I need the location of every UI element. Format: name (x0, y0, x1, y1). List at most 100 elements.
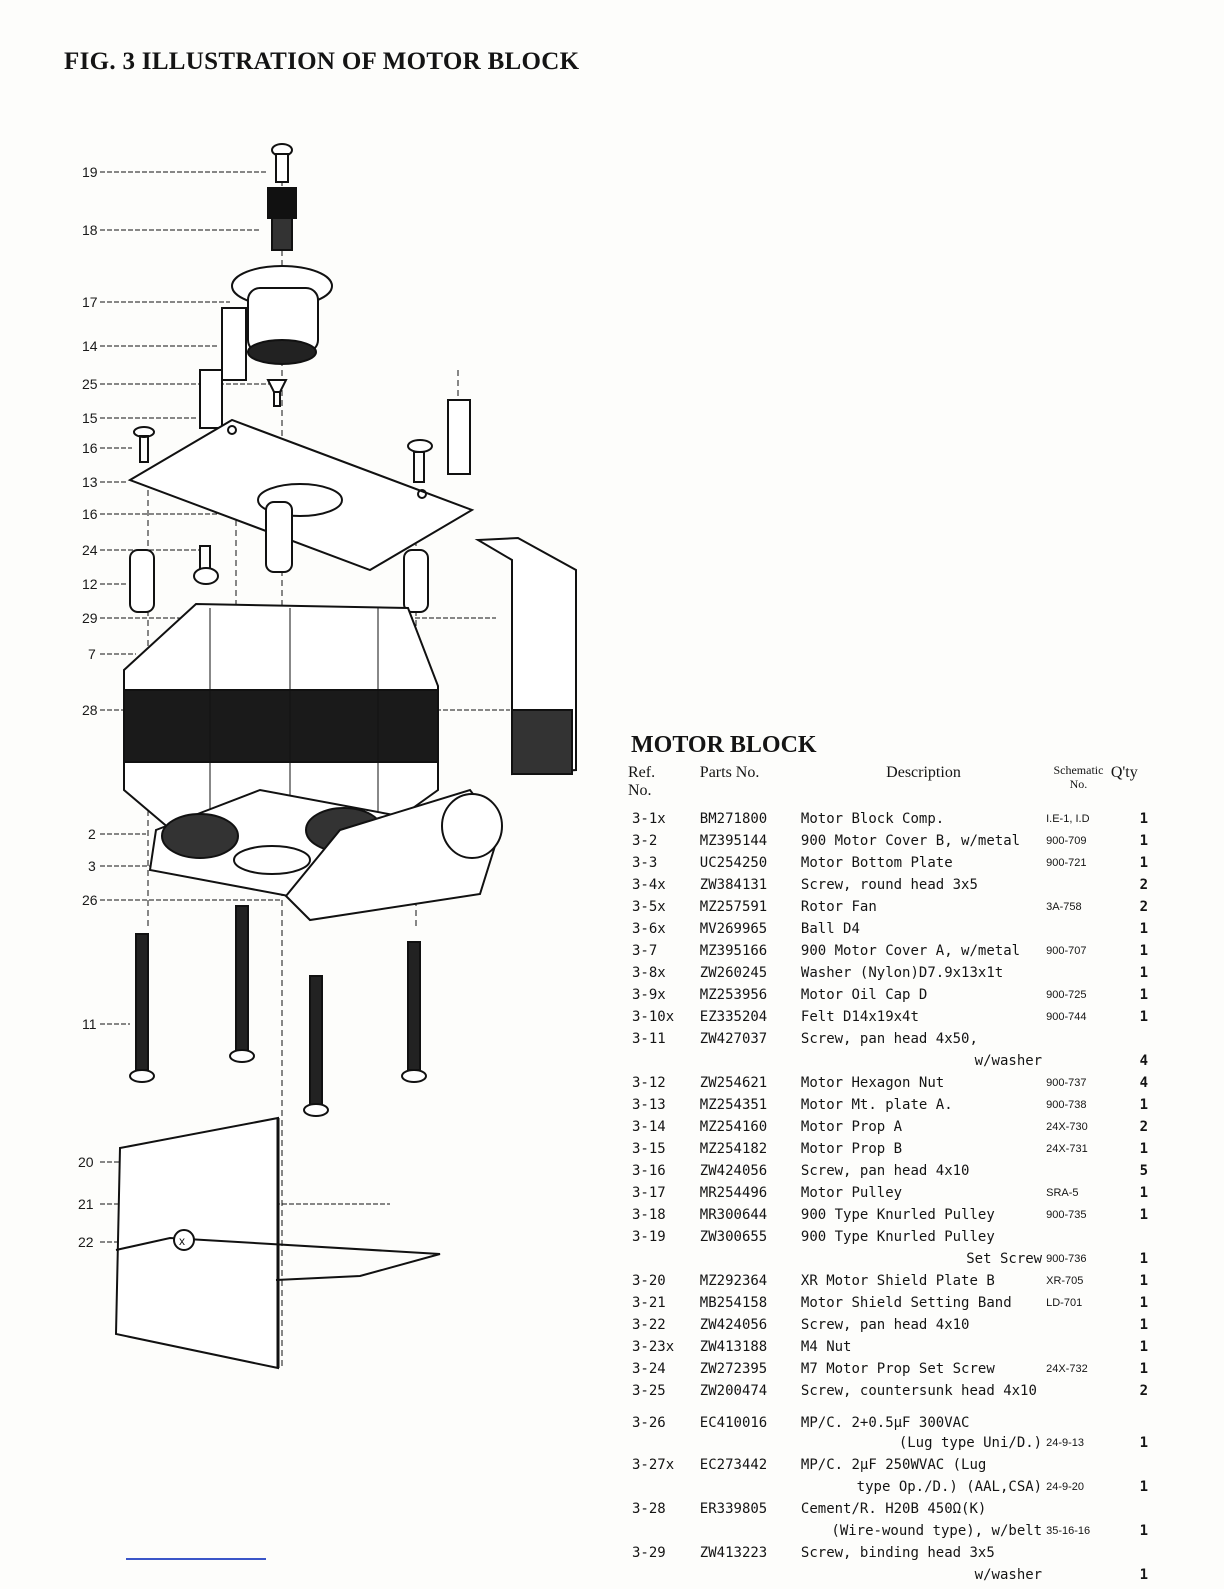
cell-ref: 3-3 (632, 854, 658, 871)
cell-parts-no: MZ395166 (699, 942, 768, 959)
cell-ref: 3-8x (632, 964, 666, 981)
cell-description: Motor Prop A (800, 1118, 903, 1135)
cell-parts-no: ZW413188 (699, 1338, 768, 1355)
cell-ref: 3-7 (632, 942, 658, 959)
cell-ref: 3-20 (632, 1272, 666, 1289)
cell-ref: 3-21 (632, 1294, 666, 1311)
cell-description: Motor Mt. plate A. (800, 1096, 953, 1113)
cell-parts-no: EZ335204 (699, 1008, 768, 1025)
cell-cont: (Lug type Uni/D.) (898, 1434, 1043, 1451)
footer-rule (126, 1558, 266, 1560)
cell-parts-no: MZ257591 (699, 898, 768, 915)
cell-cont-qty: 4 (1139, 1052, 1148, 1069)
callout-label: 13 (82, 474, 98, 490)
cell-parts-no: MB254158 (699, 1294, 768, 1311)
cell-description: M7 Motor Prop Set Screw (800, 1360, 995, 1377)
cell-qty: 1 (1139, 1360, 1148, 1377)
callout-label: 25 (82, 376, 98, 392)
cell-ref: 3-26 (632, 1414, 666, 1431)
cell-cont-qty: 1 (1139, 1434, 1148, 1451)
cell-cont: type Op./D.) (AAL,CSA) (856, 1478, 1043, 1495)
cell-qty (1111, 1457, 1148, 1479)
cell-parts-no: ZW424056 (699, 1162, 768, 1179)
cell-cont-schematic: 35-16-16 (1046, 1524, 1091, 1537)
cell-parts-no: MZ253956 (699, 986, 768, 1003)
cell-schematic: I.E-1, I.D (1046, 812, 1090, 825)
cell-ref: 3-25 (632, 1382, 666, 1399)
cell-description: Motor Hexagon Nut (800, 1074, 945, 1091)
cell-ref: 3-16 (632, 1162, 666, 1179)
cell-description: Screw, pan head 4x10 (800, 1162, 970, 1179)
callout-label: 3 (88, 858, 96, 874)
header-parts-no: Parts No. (699, 764, 760, 781)
cell-qty: 1 (1139, 810, 1148, 827)
callout-label: 14 (82, 338, 98, 354)
cell-qty: 1 (1139, 1272, 1148, 1289)
callout-label: 12 (82, 576, 98, 592)
cell-ref: 3-19 (632, 1228, 666, 1245)
cell-description: Felt D14x19x4t (800, 1008, 919, 1025)
callout-label: 16 (82, 506, 98, 522)
cell-ref: 3-23x (632, 1338, 675, 1355)
cell-schematic (1046, 1229, 1111, 1251)
cell-qty: 2 (1139, 1382, 1148, 1399)
cell-description: 900 Type Knurled Pulley (800, 1206, 995, 1223)
header-ref-no: Ref. No. (628, 764, 656, 800)
cell-schematic: 900-709 (1046, 834, 1087, 847)
cell-qty: 1 (1139, 854, 1148, 871)
cell-parts-no: MV269965 (699, 920, 768, 937)
cell-description: Motor Shield Setting Band (800, 1294, 1012, 1311)
cell-parts-no: ZW424056 (699, 1316, 768, 1333)
cell-schematic: LD-701 (1046, 1296, 1083, 1309)
cell-ref: 3-13 (632, 1096, 666, 1113)
cell-schematic (1046, 1339, 1111, 1361)
cell-description: Screw, pan head 4x50, (800, 1030, 978, 1047)
cell-schematic: SRA-5 (1046, 1186, 1079, 1199)
cell-cont: w/washer (974, 1566, 1043, 1583)
exploded-view-diagram: x 19 18 17 14 25 15 16 13 16 24 12 29 7 … (78, 143, 577, 1370)
cell-qty: 1 (1139, 1008, 1148, 1025)
cell-ref: 3-6x (632, 920, 666, 937)
callout-label: 18 (82, 222, 98, 238)
cell-qty: 2 (1139, 876, 1148, 893)
cell-ref: 3-5x (632, 898, 666, 915)
cell-description: XR Motor Shield Plate B (800, 1272, 995, 1289)
cell-parts-no: EC273442 (699, 1456, 768, 1473)
cell-ref: 3-24 (632, 1360, 666, 1377)
cell-ref: 3-27x (632, 1456, 675, 1473)
cell-parts-no: ZW384131 (699, 876, 768, 893)
cell-qty (1111, 1545, 1148, 1567)
cell-parts-no: MZ254351 (699, 1096, 768, 1113)
cell-schematic: 3A-758 (1046, 900, 1082, 913)
callout-label: 24 (82, 542, 98, 558)
header-description: Description (886, 764, 961, 781)
callout-label: 21 (78, 1196, 94, 1212)
cell-schematic: 900-737 (1046, 1076, 1087, 1089)
cell-schematic (1046, 1317, 1111, 1339)
cell-empty (700, 1435, 801, 1457)
cell-description: Motor Pulley (800, 1184, 903, 1201)
cell-qty: 1 (1139, 1316, 1148, 1333)
cell-schematic (1046, 1405, 1111, 1435)
cell-cont-qty: 1 (1139, 1250, 1148, 1267)
cell-schematic: 900-707 (1046, 944, 1087, 957)
cell-schematic (1046, 921, 1111, 943)
cell-qty: 1 (1139, 1096, 1148, 1113)
cell-description: Washer (Nylon)D7.9x13x1t (800, 964, 1004, 981)
cell-parts-no: MZ254160 (699, 1118, 768, 1135)
cell-cont-qty: 1 (1139, 1522, 1148, 1539)
cell-schematic (1046, 877, 1111, 899)
cell-parts-no: ZW260245 (699, 964, 768, 981)
